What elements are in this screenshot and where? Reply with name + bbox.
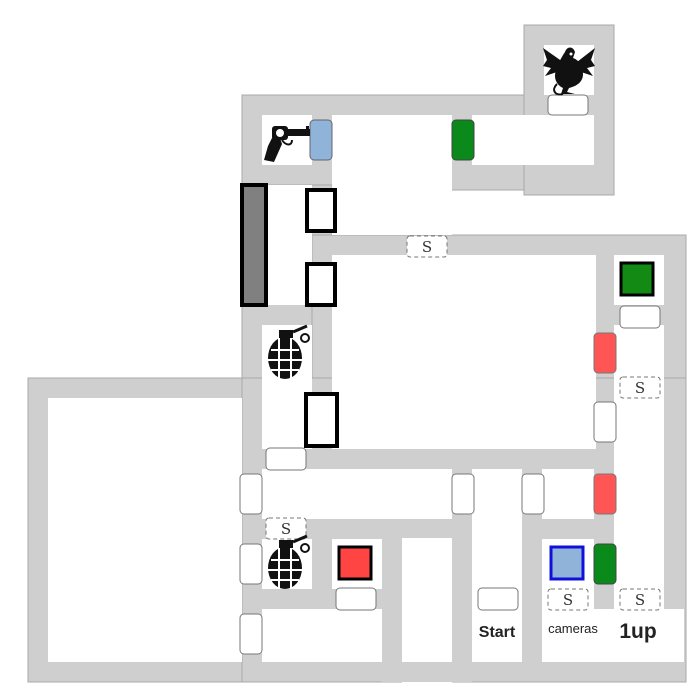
red-switch[interactable]	[337, 545, 373, 581]
gate-layer	[240, 183, 339, 448]
gate-block[interactable]	[305, 188, 337, 233]
revolver-icon[interactable]	[264, 126, 310, 162]
secret-label: S	[281, 520, 291, 538]
green-switch[interactable]	[619, 261, 655, 297]
red-door[interactable]	[593, 473, 617, 515]
red-door[interactable]	[593, 332, 617, 374]
door[interactable]	[521, 473, 545, 515]
switch-layer	[337, 261, 655, 581]
extra-life-label: 1up	[619, 620, 657, 643]
secret-passage[interactable]	[406, 235, 448, 258]
green-door[interactable]	[593, 543, 617, 585]
secret-label: S	[422, 238, 432, 256]
locked-door-layer	[309, 119, 617, 585]
door[interactable]	[451, 473, 475, 515]
door-layer	[239, 94, 661, 655]
door[interactable]	[239, 613, 263, 655]
grenade-icon[interactable]	[268, 534, 310, 589]
dragon-icon[interactable]	[543, 47, 595, 96]
blue-switch[interactable]	[549, 545, 585, 581]
gate-block[interactable]	[304, 392, 339, 448]
secret-passage[interactable]	[547, 588, 589, 611]
start-label: Start	[478, 624, 516, 641]
secret-label: S	[635, 379, 645, 397]
door[interactable]	[239, 543, 263, 585]
door[interactable]	[477, 587, 519, 611]
gray-gate[interactable]	[240, 183, 268, 307]
green-door[interactable]	[451, 119, 475, 161]
door[interactable]	[547, 94, 589, 116]
door[interactable]	[593, 401, 617, 443]
door[interactable]	[239, 473, 263, 515]
door[interactable]	[619, 305, 661, 329]
cameras-label: cameras	[548, 621, 598, 636]
secret-passage[interactable]	[619, 376, 661, 399]
gate-block[interactable]	[305, 262, 337, 307]
blue-door[interactable]	[309, 119, 333, 161]
grenade-icon[interactable]	[268, 324, 310, 379]
secret-passage[interactable]	[619, 588, 661, 611]
secret-label: S	[563, 591, 573, 609]
secret-layer: S S S S S	[265, 235, 661, 611]
secret-label: S	[635, 591, 645, 609]
door[interactable]	[265, 447, 307, 471]
secret-passage[interactable]	[265, 517, 307, 540]
door[interactable]	[335, 587, 377, 611]
